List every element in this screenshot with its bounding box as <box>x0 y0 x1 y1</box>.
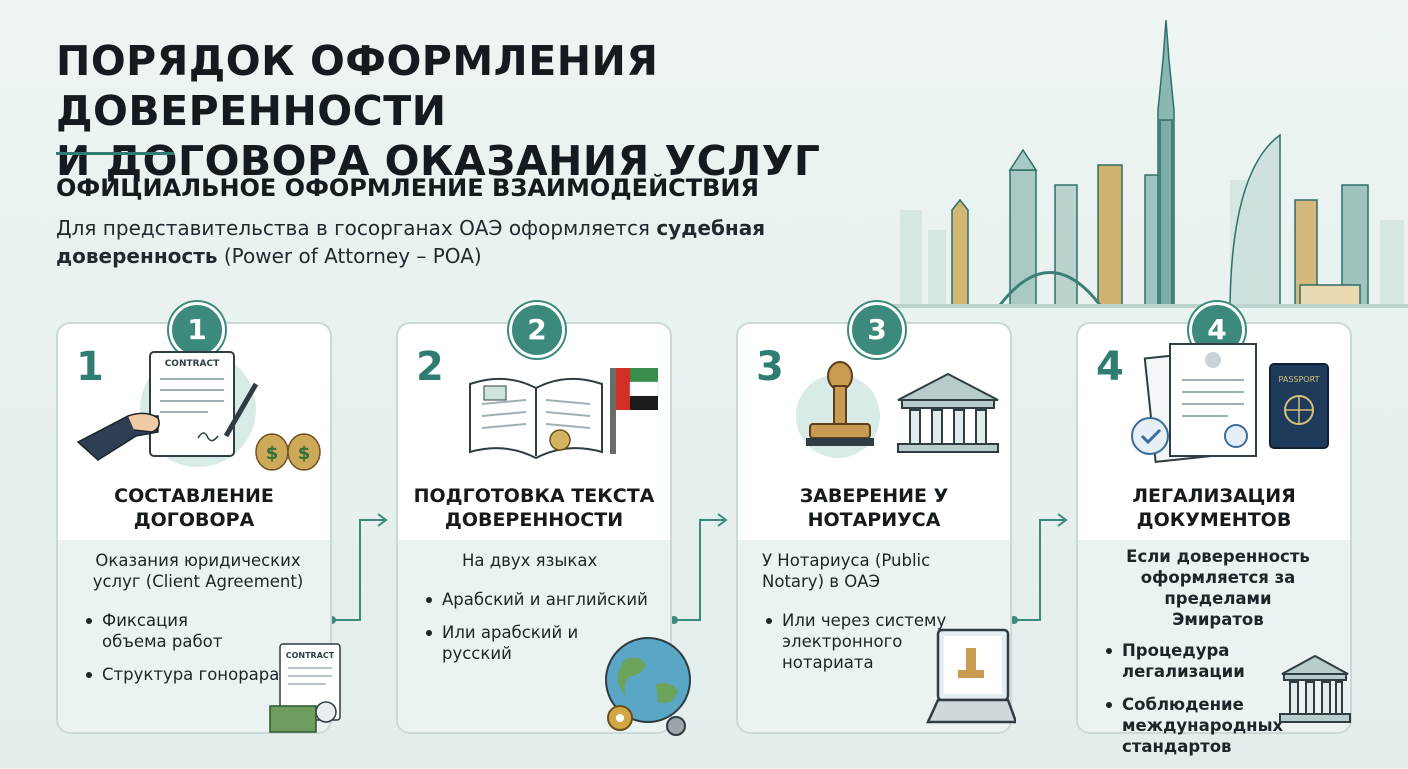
step-body: На двух языках Арабский и английский Или… <box>422 550 654 676</box>
step-lead: На двух языках <box>462 551 598 570</box>
svg-text:$: $ <box>298 443 311 464</box>
bullet-item: Арабский и английский <box>422 589 654 610</box>
step-bullets: Или через систему электронного нотариата <box>762 610 994 673</box>
step-number-badge: 3 <box>849 302 905 358</box>
intro-text: Для представительства в госорганах ОАЭ о… <box>56 214 876 270</box>
government-building-icon <box>1279 654 1351 723</box>
bullet-item: Структура гонорара <box>82 664 314 685</box>
bullet-item: Или через систему электронного нотариата <box>762 610 962 673</box>
step-big-number: 1 <box>76 344 104 390</box>
contract-label-small: CONTRACT <box>286 651 335 660</box>
contract-label: CONTRACT <box>165 359 220 369</box>
bullet-item: Процедура легализации <box>1102 640 1334 682</box>
bullet-item: Соблюдение международных стандартов <box>1102 694 1283 757</box>
step-card-4: 4 4 PASSPORT ЛЕГАЛИЗАЦИЯ ДОКУМЕНТОВ Если… <box>1076 302 1352 756</box>
contract-money-icon: CONTRACT <box>269 643 341 733</box>
step-body: Если доверенность оформляется за предела… <box>1102 547 1334 769</box>
passport-label: PASSPORT <box>1279 375 1320 384</box>
title-line-2: И ДОГОВОРА ОКАЗАНИЯ УСЛУГ <box>56 137 821 185</box>
step-title: ЗАВЕРЕНИЕ У НОТАРИУСА <box>799 485 949 531</box>
step-lead: Оказания юридических услуг (Client Agree… <box>92 551 304 591</box>
step-lead: У Нотариуса (Public Notary) в ОАЭ <box>762 551 931 591</box>
step-body: Оказания юридических услуг (Client Agree… <box>82 550 314 697</box>
dubai-skyline-illustration <box>880 19 1408 308</box>
step-big-number: 4 <box>1096 344 1124 390</box>
step-number-badge: 2 <box>509 302 565 358</box>
step-title: ПОДГОТОВКА ТЕКСТА ДОВЕРЕННОСТИ <box>413 485 655 531</box>
laptop-icon <box>926 628 1016 724</box>
step-title: СОСТАВЛЕНИЕ ДОГОВОРА <box>114 485 274 531</box>
page-title: ПОРЯДОК ОФОРМЛЕНИЯ ДОВЕРЕННОСТИ И ДОГОВО… <box>56 36 1056 186</box>
globe-gears-icon <box>605 637 691 736</box>
step-number-badge: 1 <box>169 302 225 358</box>
bullet-item: Или арабский и русский <box>422 622 592 664</box>
section-subtitle: ОФИЦИАЛЬНОЕ ОФОРМЛЕНИЕ ВЗАИМОДЕЙСТВИЯ <box>56 174 759 202</box>
title-divider <box>56 152 174 155</box>
notary-stamp-icon <box>796 361 999 458</box>
legalized-documents-icon: PASSPORT <box>1131 343 1329 463</box>
step-card-1: 1 1 CONTRACT $ $ СОСТАВЛЕНИЕ ДОГОВОРА Ок… <box>56 302 341 734</box>
intro-bold: судебная доверенность <box>56 216 766 268</box>
step-big-number: 3 <box>756 344 784 390</box>
intro-part-2: (Power of Attorney – POA) <box>217 244 482 268</box>
step-body: У Нотариуса (Public Notary) в ОАЭ Или че… <box>762 550 994 685</box>
step-big-number: 2 <box>416 344 444 390</box>
bullet-item: Фиксация объема работ <box>82 610 252 652</box>
intro-part-1: Для представительства в госорганах ОАЭ о… <box>56 216 657 240</box>
step-bullets: Арабский и английский Или арабский и рус… <box>422 589 654 664</box>
bilingual-book-icon <box>469 368 659 460</box>
title-line-1: ПОРЯДОК ОФОРМЛЕНИЯ ДОВЕРЕННОСТИ <box>56 37 659 135</box>
step-bullets: Фиксация объема работ Структура гонорара <box>82 610 314 685</box>
step-title: ЛЕГАЛИЗАЦИЯ ДОКУМЕНТОВ <box>1132 485 1296 531</box>
step-card-2: 2 2 ПОДГОТОВКА ТЕКСТА ДОВЕРЕННОСТИ На дв… <box>396 302 691 736</box>
step-card-3: 3 3 ЗАВЕРЕНИЕ У НОТАРИУСА У Нотариуса (P… <box>736 302 1016 734</box>
step-bullets: Процедура легализации Соблюдение междуна… <box>1102 640 1334 757</box>
svg-text:$: $ <box>266 443 279 464</box>
step-lead: Если доверенность оформляется за предела… <box>1126 547 1310 629</box>
contract-signing-icon: CONTRACT $ $ <box>76 351 321 471</box>
step-body-band <box>1078 540 1350 732</box>
